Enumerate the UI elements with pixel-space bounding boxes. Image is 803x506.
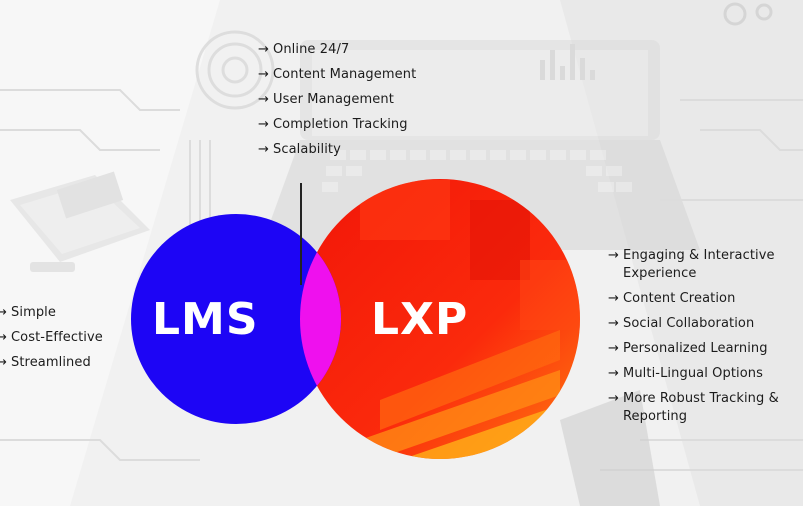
- shared-feature-item-label: User Management: [273, 92, 394, 107]
- arrow-icon: →: [258, 66, 269, 84]
- lxp-feature-item: → Multi-Lingual Options: [608, 365, 798, 383]
- arrow-icon: →: [608, 390, 619, 408]
- arrow-icon: →: [608, 315, 619, 333]
- shared-feature-item-label: Completion Tracking: [273, 117, 408, 132]
- connector-line: [300, 183, 302, 285]
- arrow-icon: →: [258, 41, 269, 59]
- lms-feature-item-label: Simple: [11, 305, 56, 320]
- arrow-icon: →: [258, 91, 269, 109]
- arrow-icon: →: [0, 304, 7, 322]
- arrow-icon: →: [258, 141, 269, 159]
- lms-feature-item-label: Cost-Effective: [11, 330, 103, 345]
- lxp-feature-item: → Content Creation: [608, 290, 798, 308]
- lxp-feature-list: →Engaging & Interactive Experience→Conte…: [608, 247, 798, 433]
- lxp-feature-item-label: Multi-Lingual Options: [623, 366, 763, 381]
- arrow-icon: →: [258, 116, 269, 134]
- lms-feature-list: → Simple → Cost-Effective → Streamlined: [0, 304, 103, 379]
- lms-feature-item: → Streamlined: [0, 354, 103, 372]
- lms-feature-item: → Simple: [0, 304, 103, 322]
- shared-feature-item: → Online 24/7: [258, 41, 416, 59]
- shared-feature-item-label: Scalability: [273, 142, 341, 157]
- arrow-icon: →: [0, 354, 7, 372]
- arrow-icon: →: [608, 290, 619, 308]
- lxp-feature-item-label: Engaging & Interactive Experience: [623, 248, 775, 281]
- shared-feature-item-label: Content Management: [273, 67, 416, 82]
- lxp-feature-item-label: Social Collaboration: [623, 316, 754, 331]
- lxp-feature-item: →Engaging & Interactive Experience: [608, 247, 798, 283]
- lxp-label: LXP: [371, 294, 468, 345]
- lxp-feature-item: → Social Collaboration: [608, 315, 798, 333]
- shared-feature-item: → Content Management: [258, 66, 416, 84]
- shared-feature-item: → Scalability: [258, 141, 416, 159]
- shared-feature-item: → Completion Tracking: [258, 116, 416, 134]
- shared-feature-item-label: Online 24/7: [273, 42, 349, 57]
- lms-feature-item-label: Streamlined: [11, 355, 91, 370]
- lms-feature-item: → Cost-Effective: [0, 329, 103, 347]
- lxp-feature-item-label: More Robust Tracking & Reporting: [623, 391, 779, 424]
- lxp-feature-item: →More Robust Tracking & Reporting: [608, 390, 798, 426]
- lxp-feature-item: → Personalized Learning: [608, 340, 798, 358]
- arrow-icon: →: [608, 340, 619, 358]
- arrow-icon: →: [608, 247, 619, 265]
- arrow-icon: →: [608, 365, 619, 383]
- arrow-icon: →: [0, 329, 7, 347]
- lxp-feature-item-label: Content Creation: [623, 291, 735, 306]
- shared-feature-list: → Online 24/7 → Content Management → User Man…: [258, 41, 416, 166]
- lxp-feature-item-label: Personalized Learning: [623, 341, 768, 356]
- shared-feature-item: → User Management: [258, 91, 416, 109]
- lms-label: LMS: [152, 294, 259, 345]
